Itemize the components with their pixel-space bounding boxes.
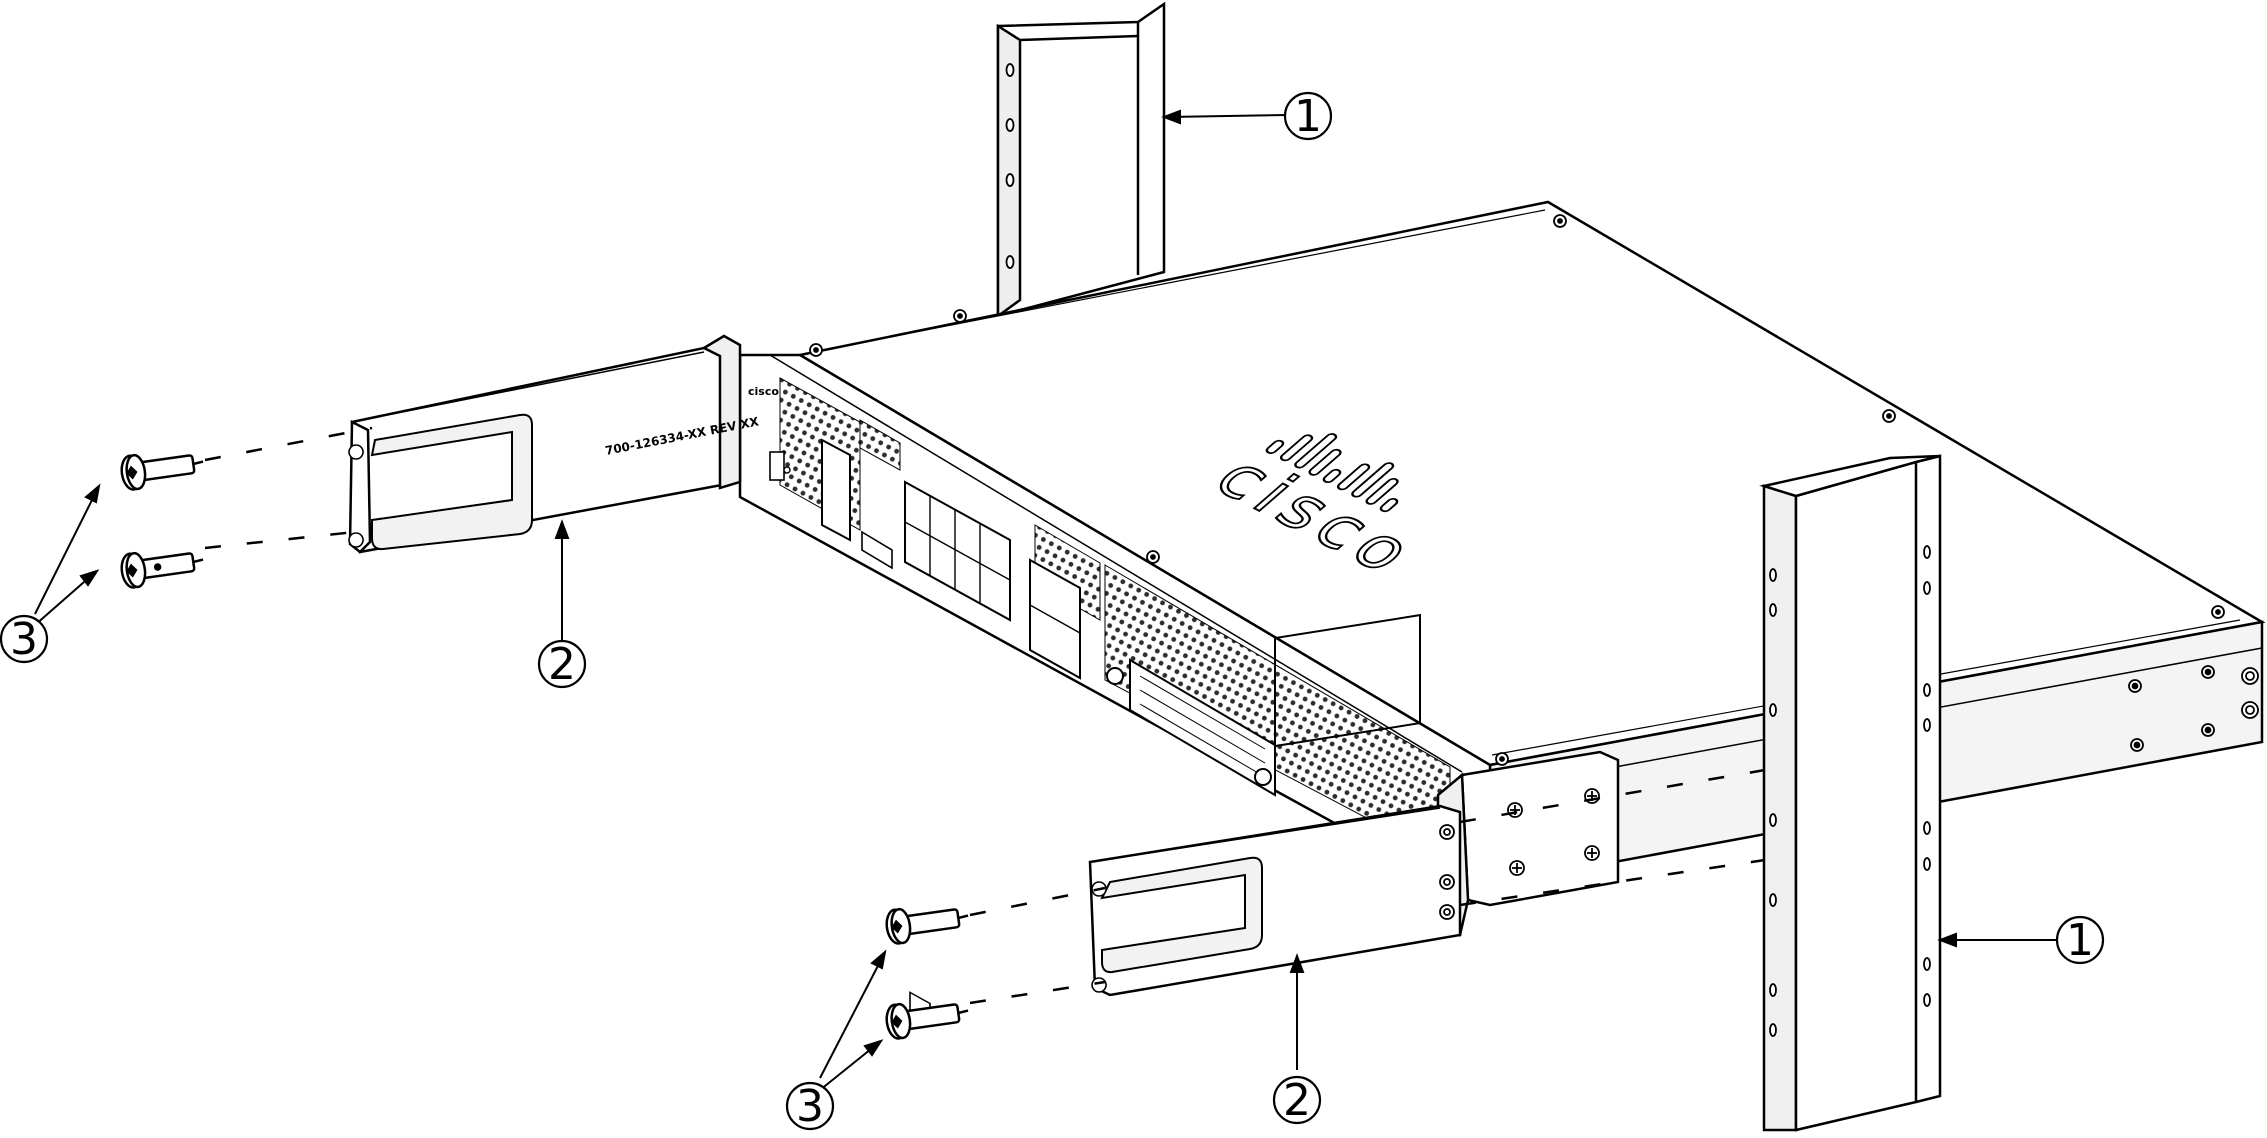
- front-logo: cisco: [748, 385, 779, 398]
- screws-left: [120, 453, 204, 589]
- screws-right: [885, 907, 969, 1040]
- callout-number: 3: [796, 1081, 824, 1132]
- leader-lines: [34, 109, 2058, 1091]
- rack-post-rear: [996, 1, 1166, 319]
- callout-1-rear: 1: [1283, 91, 1333, 142]
- screw-icon: [885, 1002, 969, 1040]
- callouts: 1 1 2 2 3 3: [0, 91, 2105, 1132]
- callout-1-front: 1: [2055, 915, 2105, 966]
- screw-icon: [120, 453, 204, 491]
- callout-number: 1: [1294, 91, 1322, 142]
- callout-2-left: 2: [537, 639, 587, 690]
- callout-number: 3: [10, 614, 38, 665]
- screw-icon: [885, 907, 969, 945]
- rack-post-front: [1759, 454, 1942, 1132]
- callout-number: 2: [1283, 1075, 1311, 1126]
- callout-2-right: 2: [1272, 1075, 1322, 1126]
- bracket-right: [1088, 613, 1620, 997]
- screw-icon: [120, 551, 204, 589]
- bracket-left: 700-126334-XX REV XX: [348, 334, 761, 554]
- callout-3-right: 3: [785, 1081, 835, 1132]
- callout-number: 1: [2066, 915, 2094, 966]
- callout-number: 2: [548, 639, 576, 690]
- alignment-lines: [204, 426, 1766, 1005]
- callout-3-left: 3: [0, 614, 49, 665]
